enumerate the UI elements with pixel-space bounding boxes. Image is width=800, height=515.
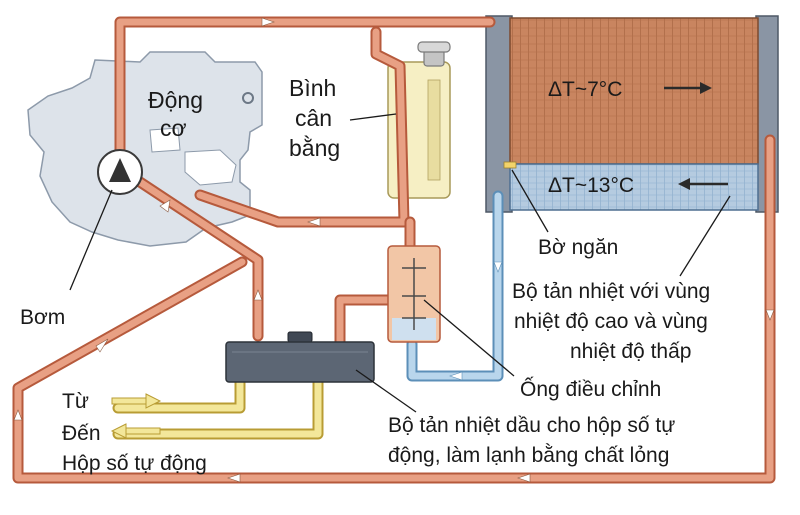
cold-zone-label: ΔT~13°C	[548, 174, 634, 197]
flow-arrow-icon	[95, 338, 109, 353]
engine-detail	[149, 127, 237, 186]
hot-flow-arrow-icon	[664, 82, 712, 94]
radiator-label-line2: nhiệt độ cao và vùng	[514, 310, 708, 333]
flow-arrow-icon	[159, 199, 171, 213]
regulator-label: Ống điều chỉnh	[520, 377, 661, 401]
flow-arrow-icon	[253, 289, 263, 301]
to-label: Đến	[62, 422, 101, 445]
leader-line	[349, 113, 397, 121]
divider-label: Bờ ngăn	[538, 236, 618, 259]
cold-flow-arrow-icon	[678, 178, 728, 190]
engine-label-line1: Động	[148, 87, 203, 113]
flow-arrow-icon	[227, 473, 241, 483]
flow-arrow-icon	[517, 473, 531, 483]
flow-arrow-icon	[449, 371, 463, 381]
oil-cooler-label-line2: động, làm lạnh bằng chất lỏng	[388, 444, 669, 467]
oil-cooler-label-line1: Bộ tản nhiệt dầu cho hộp số tự	[388, 414, 675, 437]
pipe-cooler-to-regulator	[334, 294, 394, 352]
engine-detail-dot	[242, 92, 254, 104]
tank-label-line3: bằng	[289, 135, 340, 161]
arrow-left-icon	[110, 423, 161, 439]
engine-silhouette	[27, 51, 263, 247]
leader-line	[69, 189, 113, 291]
regulator-housing	[387, 245, 441, 343]
flow-arrow-icon	[307, 217, 321, 227]
leader-line	[423, 299, 515, 377]
tank-label-line1: Bình	[289, 75, 336, 101]
radiator	[485, 15, 779, 213]
tank-label-line2: cân	[295, 105, 332, 131]
flow-arrow-icon	[13, 409, 23, 421]
engine-label-line2: cơ	[160, 115, 187, 141]
pump-label: Bơm	[20, 306, 65, 329]
from-label: Từ	[62, 390, 89, 413]
flow-arrow-icon	[261, 17, 275, 27]
flow-arrow-icon	[493, 261, 503, 273]
gearbox-label: Hộp số tự động	[62, 452, 207, 475]
flow-arrow-icon	[765, 309, 775, 321]
leader-line	[511, 169, 549, 233]
leader-line	[679, 195, 731, 277]
leader-line	[355, 369, 417, 413]
pump	[97, 149, 143, 195]
hot-zone-label: ΔT~7°C	[548, 78, 622, 101]
oil-cooler	[225, 331, 375, 383]
radiator-label-line3: nhiệt độ thấp	[570, 340, 691, 363]
arrow-right-icon	[111, 393, 162, 409]
radiator-label-line1: Bộ tản nhiệt với vùng	[512, 280, 710, 303]
